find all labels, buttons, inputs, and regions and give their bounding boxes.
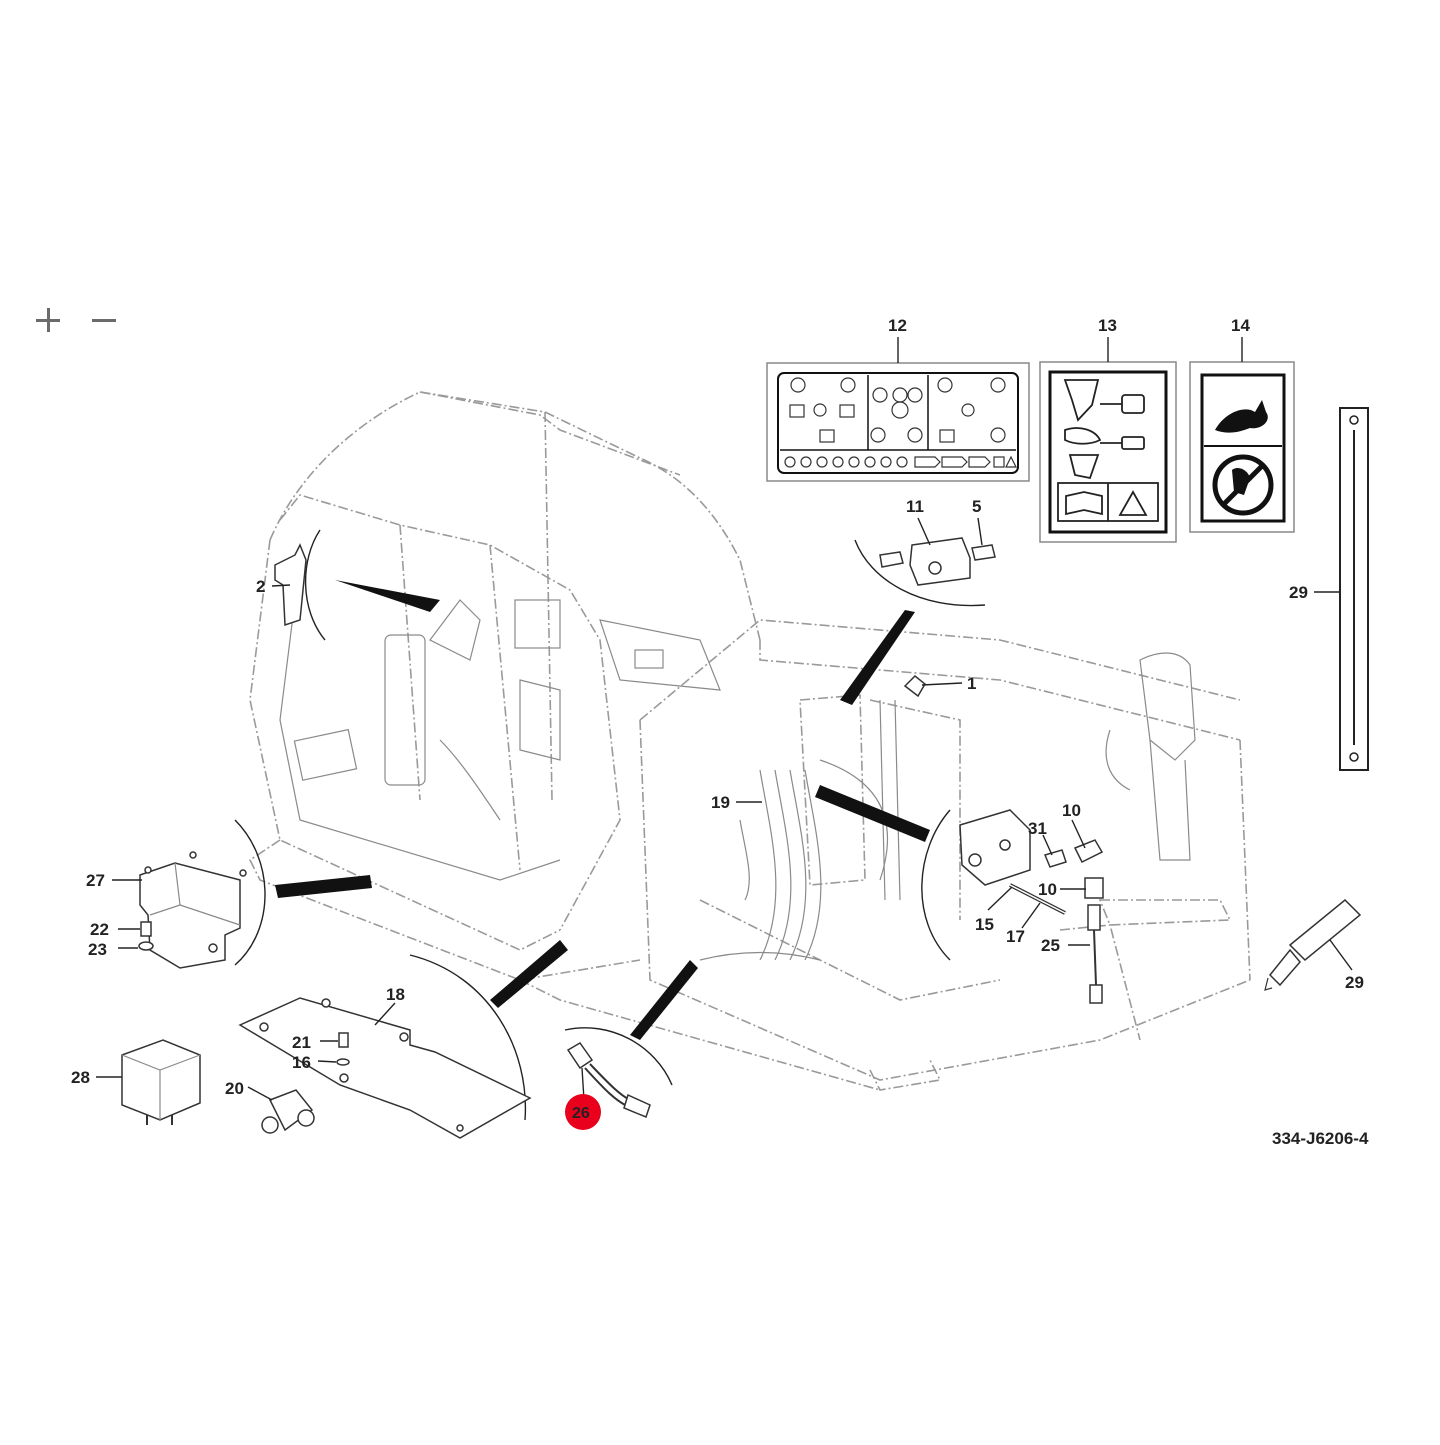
- part-17-bolt[interactable]: [1009, 883, 1066, 915]
- callout-10[interactable]: 10: [1038, 880, 1057, 899]
- callout-23[interactable]: 23: [88, 940, 107, 959]
- callout-14[interactable]: 13: [1098, 316, 1117, 335]
- decal-13[interactable]: [766, 362, 1030, 482]
- part-21-bolt[interactable]: [338, 1032, 349, 1048]
- detail-callouts: [234, 529, 986, 1121]
- part-26-wire-harness[interactable]: [566, 1042, 651, 1118]
- highlight-marker[interactable]: [565, 1094, 601, 1130]
- callout-21[interactable]: 21: [292, 1033, 311, 1052]
- part-12-valve[interactable]: [879, 537, 996, 586]
- part-27-bracket[interactable]: [139, 851, 247, 969]
- callout-17[interactable]: 17: [1006, 927, 1025, 946]
- callout-2[interactable]: 2: [256, 577, 265, 596]
- callout-25[interactable]: 25: [1041, 936, 1060, 955]
- part-11-fitting[interactable]: [1073, 839, 1104, 864]
- callout-27[interactable]: 27: [86, 871, 105, 890]
- callout-13[interactable]: 12: [888, 316, 907, 335]
- part-18-plate[interactable]: [238, 997, 532, 1139]
- part-22-bolt[interactable]: [140, 921, 152, 937]
- leader-lines: [96, 337, 1353, 1101]
- callout-29[interactable]: 29: [1345, 973, 1364, 992]
- machine-outline: [248, 391, 1251, 1091]
- callout-15[interactable]: 14: [1231, 316, 1250, 335]
- part-30-strip[interactable]: [1339, 407, 1369, 771]
- callout-28[interactable]: 28: [71, 1068, 90, 1087]
- callout-labels: 12 13 14 11 5 2 29 1 19 10 31 10 15 17 2…: [71, 316, 1369, 1148]
- decal-15[interactable]: [1189, 361, 1295, 533]
- callout-26[interactable]: 26: [572, 1105, 590, 1122]
- part-28-relay[interactable]: [121, 1039, 201, 1125]
- callout-16b[interactable]: 16: [292, 1053, 311, 1072]
- part-20-sensor[interactable]: [261, 1089, 315, 1134]
- part-1[interactable]: [903, 674, 926, 698]
- part-25-sensor[interactable]: [1087, 904, 1103, 1004]
- diagram-code: 334-J6206-4: [1272, 1129, 1369, 1148]
- callout-12[interactable]: 11: [906, 497, 924, 516]
- callout-31[interactable]: 31: [1028, 819, 1047, 838]
- decal-14[interactable]: [1039, 361, 1177, 543]
- zoom-out-button[interactable]: [84, 300, 124, 340]
- zoom-in-button[interactable]: [28, 300, 68, 340]
- callout-5[interactable]: 5: [972, 497, 981, 516]
- callout-19[interactable]: 19: [711, 793, 730, 812]
- part-29-tube[interactable]: [1264, 898, 1362, 991]
- callout-1[interactable]: 1: [967, 674, 976, 693]
- part-31-valve-block[interactable]: [959, 809, 1067, 886]
- part-16-washer[interactable]: [336, 1058, 350, 1066]
- part-2[interactable]: [274, 543, 307, 627]
- part-10-fitting[interactable]: [1084, 877, 1104, 899]
- callout-11[interactable]: 10: [1062, 801, 1081, 820]
- callout-16a[interactable]: 15: [975, 915, 994, 934]
- part-23-washer[interactable]: [138, 941, 154, 951]
- callout-20[interactable]: 20: [225, 1079, 244, 1098]
- callout-30[interactable]: 29: [1289, 583, 1308, 602]
- callout-22[interactable]: 22: [90, 920, 109, 939]
- callout-18[interactable]: 18: [386, 985, 405, 1004]
